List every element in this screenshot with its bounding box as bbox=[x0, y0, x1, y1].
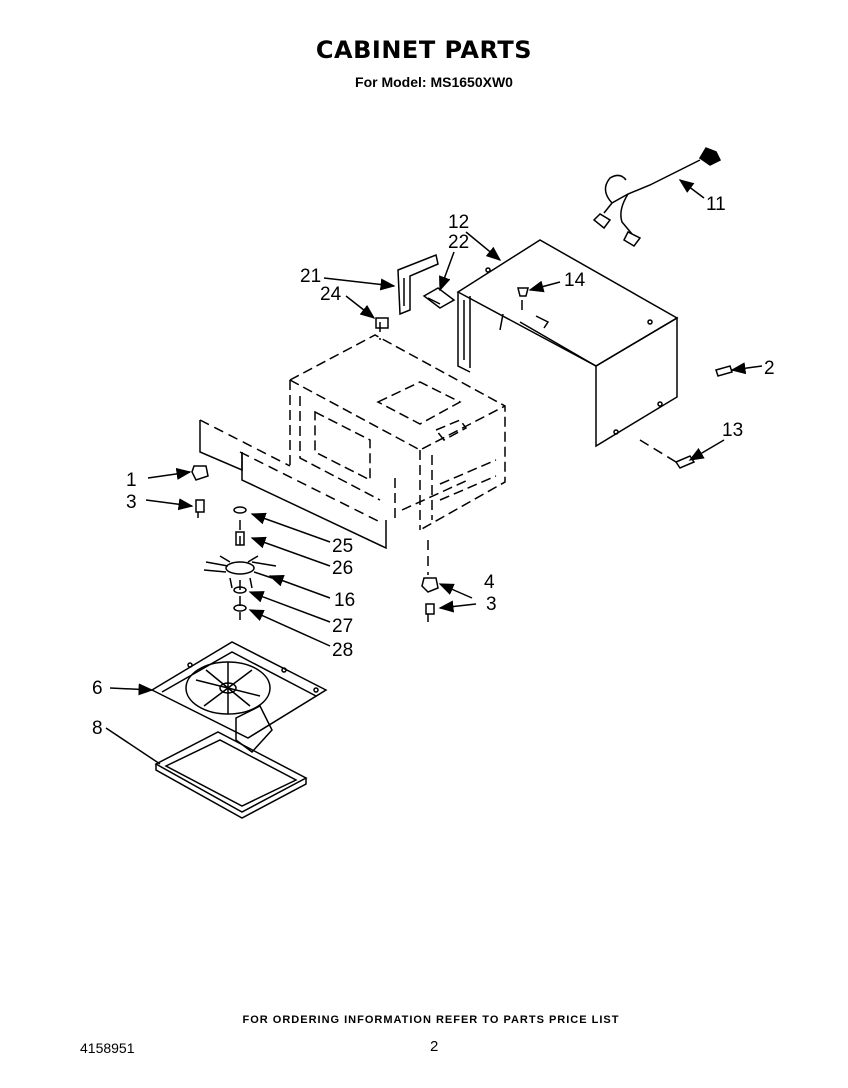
outer-cabinet-wrapper bbox=[456, 239, 679, 448]
screw-2 bbox=[715, 365, 733, 377]
callout-28: 28 bbox=[332, 640, 353, 661]
document-number: 4158951 bbox=[80, 1040, 135, 1056]
page-title: CABINET PARTS bbox=[315, 36, 533, 64]
tray-8 bbox=[154, 731, 308, 819]
grommet-24 bbox=[375, 317, 389, 329]
side-panel bbox=[199, 420, 387, 550]
screw-3-right bbox=[425, 603, 435, 622]
callout-3-right: 3 bbox=[486, 594, 497, 615]
model-subtitle: For Model: MS1650XW0 bbox=[355, 74, 513, 90]
callout-2: 2 bbox=[764, 358, 775, 379]
callout-22: 22 bbox=[448, 232, 469, 253]
bracket-21 bbox=[397, 253, 439, 316]
callout-4: 4 bbox=[484, 572, 495, 593]
clip-14 bbox=[517, 287, 529, 297]
ordering-note: FOR ORDERING INFORMATION REFER TO PARTS … bbox=[242, 1014, 620, 1026]
oven-cavity bbox=[289, 334, 506, 531]
stirrer-assembly bbox=[203, 506, 277, 612]
callout-3-left: 3 bbox=[126, 492, 137, 513]
callout-21: 21 bbox=[300, 266, 321, 287]
stirrer-cover bbox=[150, 641, 328, 754]
callout-25: 25 bbox=[332, 536, 353, 557]
bracket-22 bbox=[422, 287, 456, 309]
callout-11: 11 bbox=[706, 194, 726, 215]
callout-27: 27 bbox=[332, 616, 353, 637]
screw-3-left bbox=[195, 499, 205, 518]
callout-6: 6 bbox=[92, 678, 103, 699]
callout-24: 24 bbox=[320, 284, 342, 305]
nut-4 bbox=[421, 577, 439, 593]
callout-26: 26 bbox=[332, 558, 353, 579]
callout-13: 13 bbox=[722, 420, 743, 441]
alignment-lines bbox=[199, 300, 677, 620]
callout-8: 8 bbox=[92, 718, 103, 739]
callout-16: 16 bbox=[334, 590, 355, 611]
callout-14: 14 bbox=[564, 270, 586, 291]
callout-1: 1 bbox=[126, 470, 137, 491]
page-number: 2 bbox=[430, 1038, 439, 1055]
power-cord bbox=[592, 147, 722, 247]
callout-12: 12 bbox=[448, 212, 469, 233]
nut-1-left bbox=[191, 465, 209, 481]
screw-13 bbox=[674, 455, 696, 469]
leader-lines bbox=[105, 179, 763, 765]
